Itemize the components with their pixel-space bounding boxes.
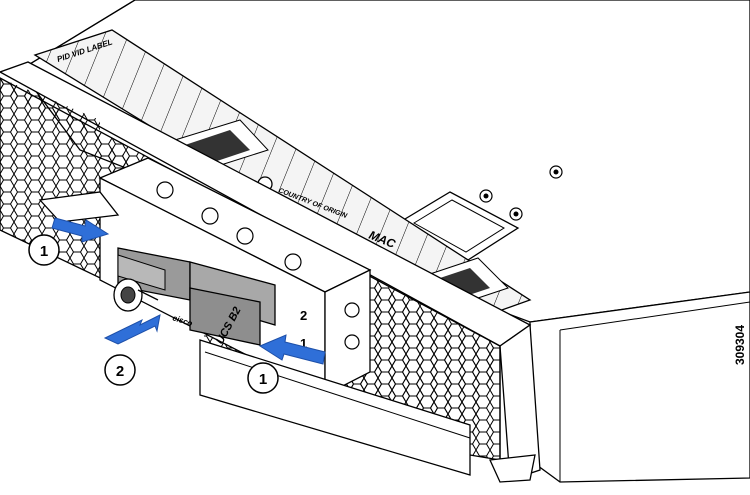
callout-1-left: 1 <box>28 234 60 266</box>
drive-carrier-bottom <box>117 254 261 346</box>
cage-vent-hole <box>284 253 302 271</box>
pull-arrow <box>103 314 161 345</box>
eject-arrow-left <box>51 217 110 243</box>
svg-text:2: 2 <box>116 363 124 380</box>
svg-text:1: 1 <box>259 371 267 388</box>
figure-id: 309304 <box>733 325 747 365</box>
svg-text:1: 1 <box>40 243 48 260</box>
cage-vent-hole <box>344 334 360 350</box>
thumbscrew <box>113 278 159 312</box>
cage-vent-hole <box>344 302 360 318</box>
chassis-top-cover <box>19 0 750 323</box>
callout-1-right: 1 <box>247 362 279 394</box>
cage-vent-hole <box>236 227 254 245</box>
front-label-strip: PID VID LABEL COUNTRY OF ORIGIN MAC <box>33 29 532 323</box>
callout-2: 2 <box>104 354 136 386</box>
cage-vent-hole <box>201 207 219 225</box>
slot-2-label: 2 <box>300 308 307 323</box>
eject-arrow-right <box>258 334 326 365</box>
chassis-side-panel <box>529 291 750 483</box>
cage-vent-hole <box>156 181 174 199</box>
slot-1-label: 1 <box>300 336 307 351</box>
cover-screw <box>549 165 563 179</box>
ejector-lever <box>38 191 120 223</box>
cover-screw <box>509 207 523 221</box>
cover-screw <box>479 189 493 203</box>
